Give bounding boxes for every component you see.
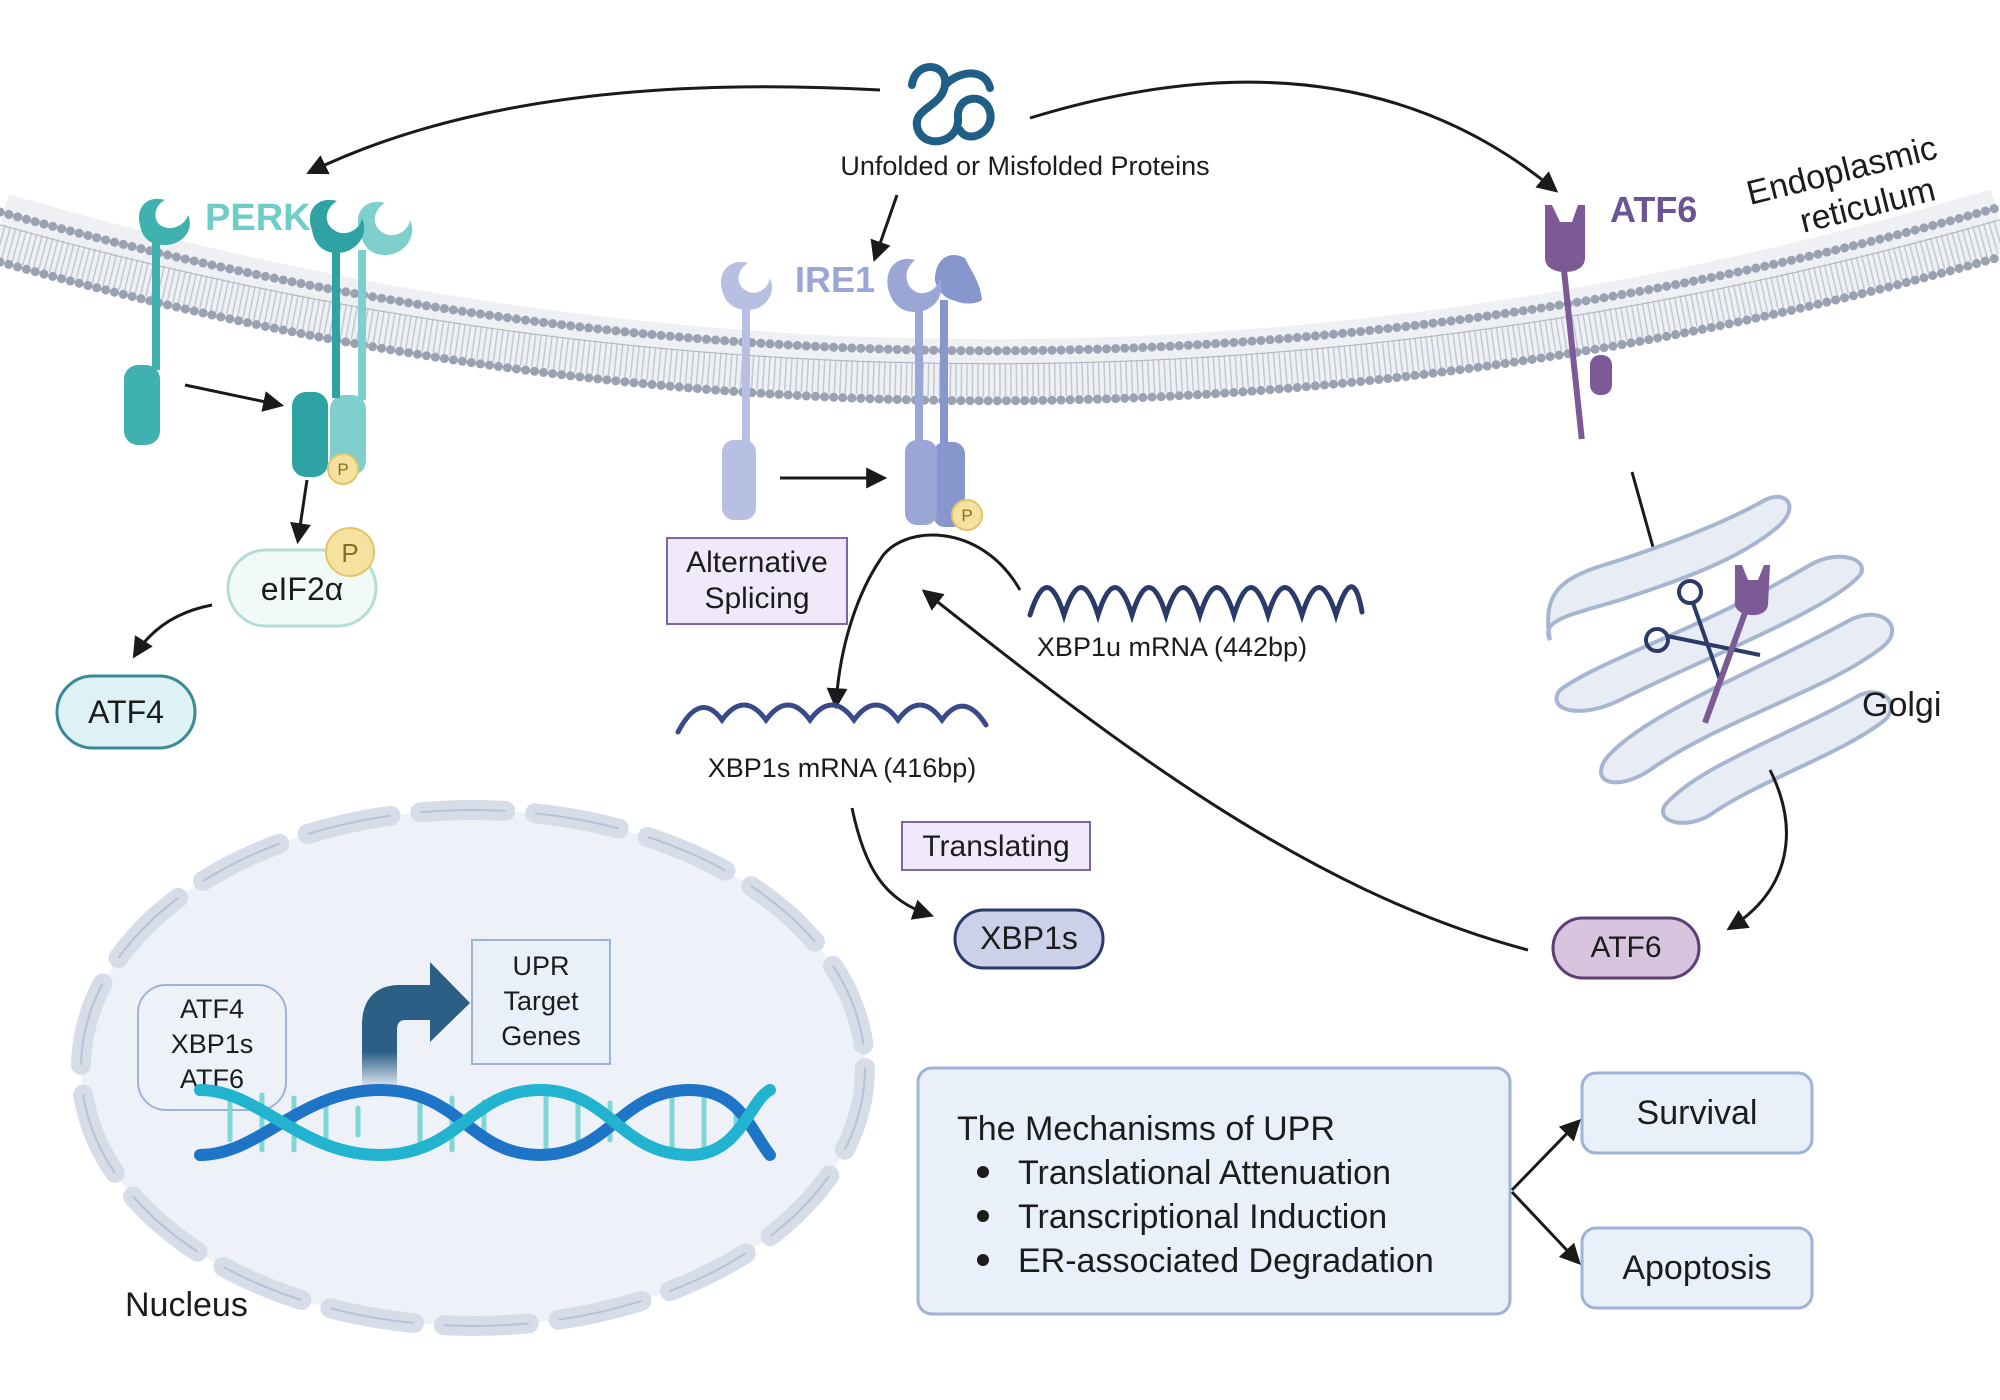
svg-text:Survival: Survival	[1637, 1094, 1758, 1132]
translating-box: Translating	[901, 821, 1091, 871]
ire1-phospho-badge: P	[951, 499, 983, 531]
arrow-translating	[850, 807, 934, 920]
unfolded-protein-icon	[908, 63, 995, 146]
upr-target-genes-box: UPR Target Genes	[471, 939, 611, 1065]
arrow-to-apoptosis	[1510, 1190, 1581, 1266]
mechanisms-box: The Mechanisms of UPR Translational Atte…	[916, 1066, 1512, 1316]
scissors-icon	[1644, 579, 1761, 681]
svg-text:ATF4: ATF4	[88, 694, 164, 730]
apoptosis-box: Apoptosis	[1580, 1226, 1814, 1310]
svg-text:P: P	[961, 506, 972, 525]
perk-phospho-badge: P	[327, 453, 359, 485]
golgi-apparatus	[1546, 494, 1894, 825]
svg-text:Target: Target	[503, 986, 579, 1016]
golgi-atf6-protein	[1702, 565, 1770, 724]
svg-text:XBP1s: XBP1s	[980, 920, 1078, 956]
arrow-golgi-to-atf6	[1726, 769, 1788, 931]
transcription-factors-box: ATF4 XBP1s ATF6	[137, 984, 287, 1111]
arrow-to-ire1	[870, 194, 899, 262]
arrow-to-survival	[1510, 1118, 1581, 1192]
mechanism-item: Transcriptional Induction	[1018, 1198, 1387, 1236]
svg-text:XBP1s: XBP1s	[171, 1029, 254, 1059]
atf4-node: ATF4	[55, 674, 197, 750]
protein-label: Unfolded or Misfolded Proteins	[840, 151, 1209, 181]
eif2a-phospho-badge: P	[325, 527, 375, 577]
svg-text:P: P	[341, 538, 358, 568]
svg-text:The Mechanisms of UPR: The Mechanisms of UPR	[957, 1110, 1335, 1148]
arrow-eif2a-atf4	[132, 603, 213, 659]
svg-text:P: P	[337, 460, 348, 479]
atf6-cleaved-node: ATF6	[1551, 916, 1701, 980]
perk-title: PERK	[205, 197, 311, 239]
nucleus-label: Nucleus	[125, 1286, 248, 1324]
svg-text:Translating: Translating	[922, 830, 1069, 863]
xbp1u-label: XBP1u mRNA (442bp)	[1037, 632, 1307, 662]
atf6-protein	[1545, 205, 1612, 440]
ire1-monomer	[721, 261, 772, 520]
svg-text:UPR: UPR	[512, 951, 569, 981]
xbp1u-mrna-wave	[1027, 584, 1365, 624]
atf6-title: ATF6	[1610, 189, 1697, 230]
arrow-perk-eif2a	[290, 479, 311, 545]
perk-dimer	[292, 199, 413, 477]
svg-text:Apoptosis: Apoptosis	[1622, 1249, 1771, 1287]
mechanism-item: ER-associated Degradation	[1018, 1242, 1434, 1280]
dna-icon	[194, 1083, 776, 1162]
xbp1s-mrna-label: XBP1s mRNA (416bp)	[708, 753, 977, 783]
arrow-to-atf6	[1029, 80, 1559, 193]
svg-text:Genes: Genes	[501, 1021, 581, 1051]
svg-text:Splicing: Splicing	[704, 582, 809, 615]
arrow-atf6-to-nucleus	[921, 589, 1529, 952]
arrow-splicing-curve	[826, 533, 1022, 710]
svg-text:ATF4: ATF4	[180, 994, 244, 1024]
ire1-dimer	[887, 254, 982, 527]
survival-box: Survival	[1580, 1071, 1814, 1155]
perk-monomer	[124, 198, 190, 445]
svg-text:eIF2α: eIF2α	[261, 571, 344, 607]
xbp1s-node: XBP1s	[953, 908, 1105, 970]
svg-text:Alternative: Alternative	[686, 546, 828, 579]
alternative-splicing-box: Alternative Splicing	[666, 537, 848, 625]
golgi-label: Golgi	[1862, 686, 1941, 724]
xbp1s-mrna-wave	[675, 702, 989, 735]
transcription-arrow-icon	[362, 962, 470, 1090]
mechanism-item: Translational Attenuation	[1018, 1154, 1391, 1192]
nucleus	[71, 800, 875, 1336]
arrow-to-perk	[306, 85, 881, 175]
ire1-title: IRE1	[795, 259, 875, 300]
svg-text:ATF6: ATF6	[1590, 931, 1661, 964]
er-membrane	[0, 189, 2000, 406]
arrow-perk-dimerize	[184, 383, 285, 412]
